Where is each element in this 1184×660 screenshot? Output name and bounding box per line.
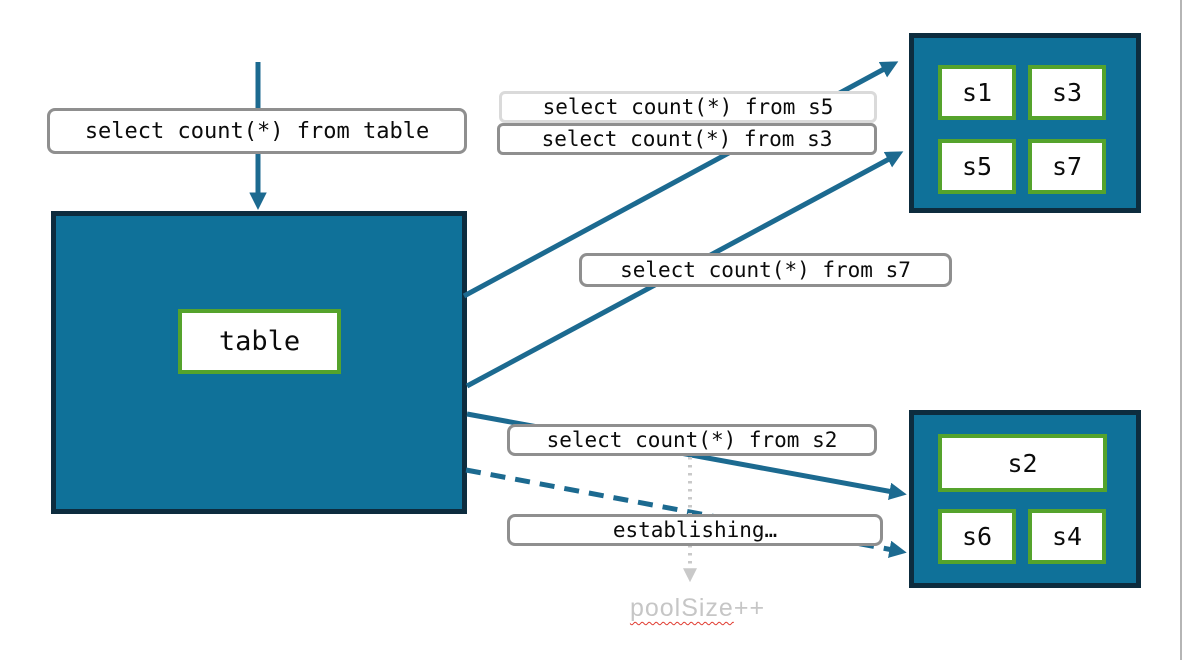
table-node: table <box>51 211 467 514</box>
shard-label-s1: s1 <box>961 78 993 107</box>
shard-cell-s3: s3 <box>1028 65 1106 120</box>
poolsize-annotation-misspelled: poolSize <box>629 594 734 622</box>
shard-cell-s2: s2 <box>938 434 1107 492</box>
shard-cell-s5: s5 <box>938 139 1016 194</box>
query-label-table: select count(*) from table <box>47 108 467 154</box>
query-label-s2: select count(*) from s2 <box>507 424 877 456</box>
shard-group-bottom-node: s2 s6 s4 <box>909 410 1141 588</box>
shard-cell-s4: s4 <box>1028 509 1106 564</box>
query-label-s3: select count(*) from s3 <box>497 123 877 155</box>
query-label-s7: select count(*) from s7 <box>579 253 952 287</box>
status-label-establishing-text: establishing… <box>612 518 778 542</box>
shard-label-s2: s2 <box>1007 448 1038 478</box>
query-label-s3-text: select count(*) from s3 <box>541 127 833 151</box>
status-label-establishing: establishing… <box>507 514 883 546</box>
shard-cell-s7: s7 <box>1028 139 1106 194</box>
query-label-s5-text: select count(*) from s5 <box>542 95 834 119</box>
query-label-s5: select count(*) from s5 <box>499 91 877 123</box>
shard-cell-s6: s6 <box>938 509 1016 564</box>
shard-label-s4: s4 <box>1051 522 1083 551</box>
table-node-label-cell: table <box>178 309 341 374</box>
table-node-label: table <box>218 326 301 357</box>
shard-label-s5: s5 <box>961 152 993 181</box>
poolsize-annotation-suffix: ++ <box>733 594 766 622</box>
query-label-s7-text: select count(*) from s7 <box>620 258 911 282</box>
query-label-table-text: select count(*) from table <box>84 118 430 144</box>
shard-label-s7: s7 <box>1051 152 1083 181</box>
shard-label-s3: s3 <box>1051 78 1083 107</box>
poolsize-annotation: poolSize++ <box>600 594 795 623</box>
shard-group-top-node: s1 s3 s5 s7 <box>909 33 1141 213</box>
query-label-s2-text: select count(*) from s2 <box>546 428 838 452</box>
shard-label-s6: s6 <box>961 522 993 551</box>
slide-boundary-line <box>1180 0 1182 660</box>
shard-cell-s1: s1 <box>938 65 1016 120</box>
